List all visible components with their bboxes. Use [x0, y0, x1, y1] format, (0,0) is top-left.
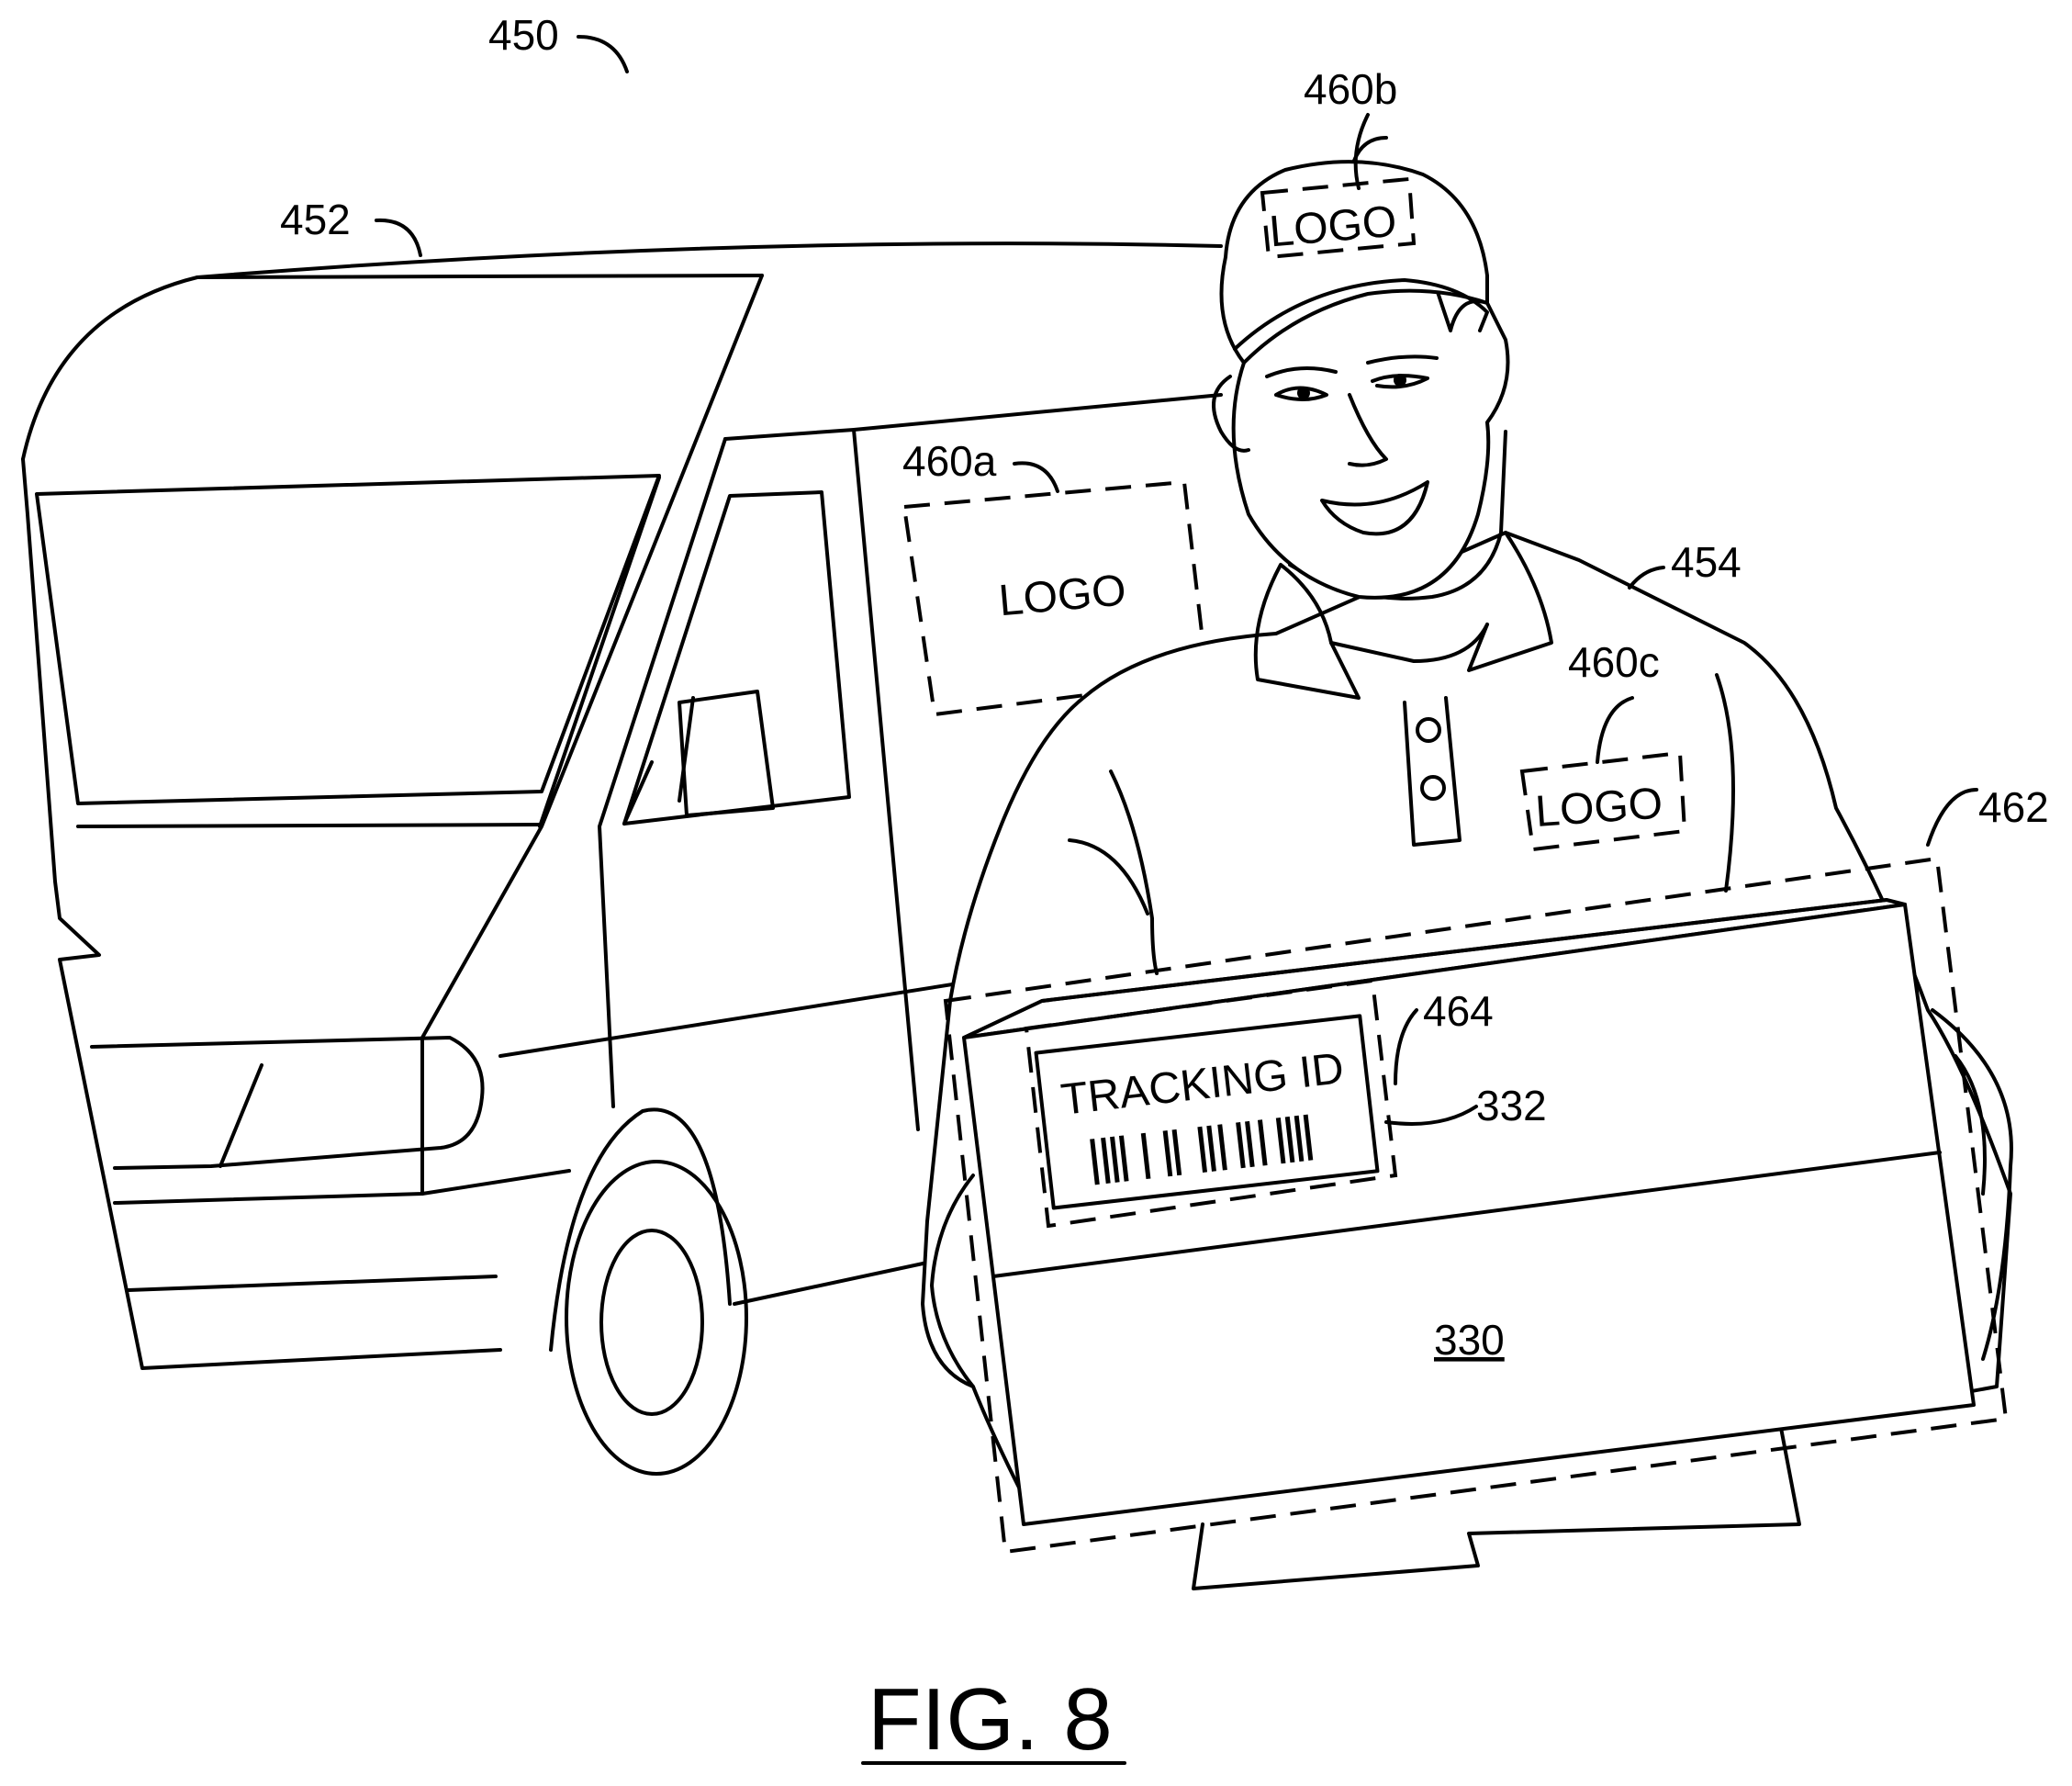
- ref-460b: 460b: [1304, 65, 1397, 113]
- ref-330: 330: [1434, 1316, 1505, 1364]
- caption-text: FIG. 8: [868, 1670, 1113, 1769]
- figure-caption: FIG. 8: [863, 1670, 1125, 1769]
- ref-460c: 460c: [1568, 638, 1660, 686]
- logo-shirt-text: LOGO: [1534, 779, 1664, 837]
- ref-332: 332: [1476, 1082, 1547, 1129]
- ref-450: 450: [488, 11, 559, 59]
- ref-460a: 460a: [902, 437, 997, 485]
- ref-454: 454: [1671, 538, 1742, 586]
- ref-462: 462: [1978, 783, 2049, 831]
- ref-464: 464: [1423, 987, 1494, 1035]
- ref-452: 452: [280, 196, 351, 243]
- logo-van-text: LOGO: [997, 566, 1128, 625]
